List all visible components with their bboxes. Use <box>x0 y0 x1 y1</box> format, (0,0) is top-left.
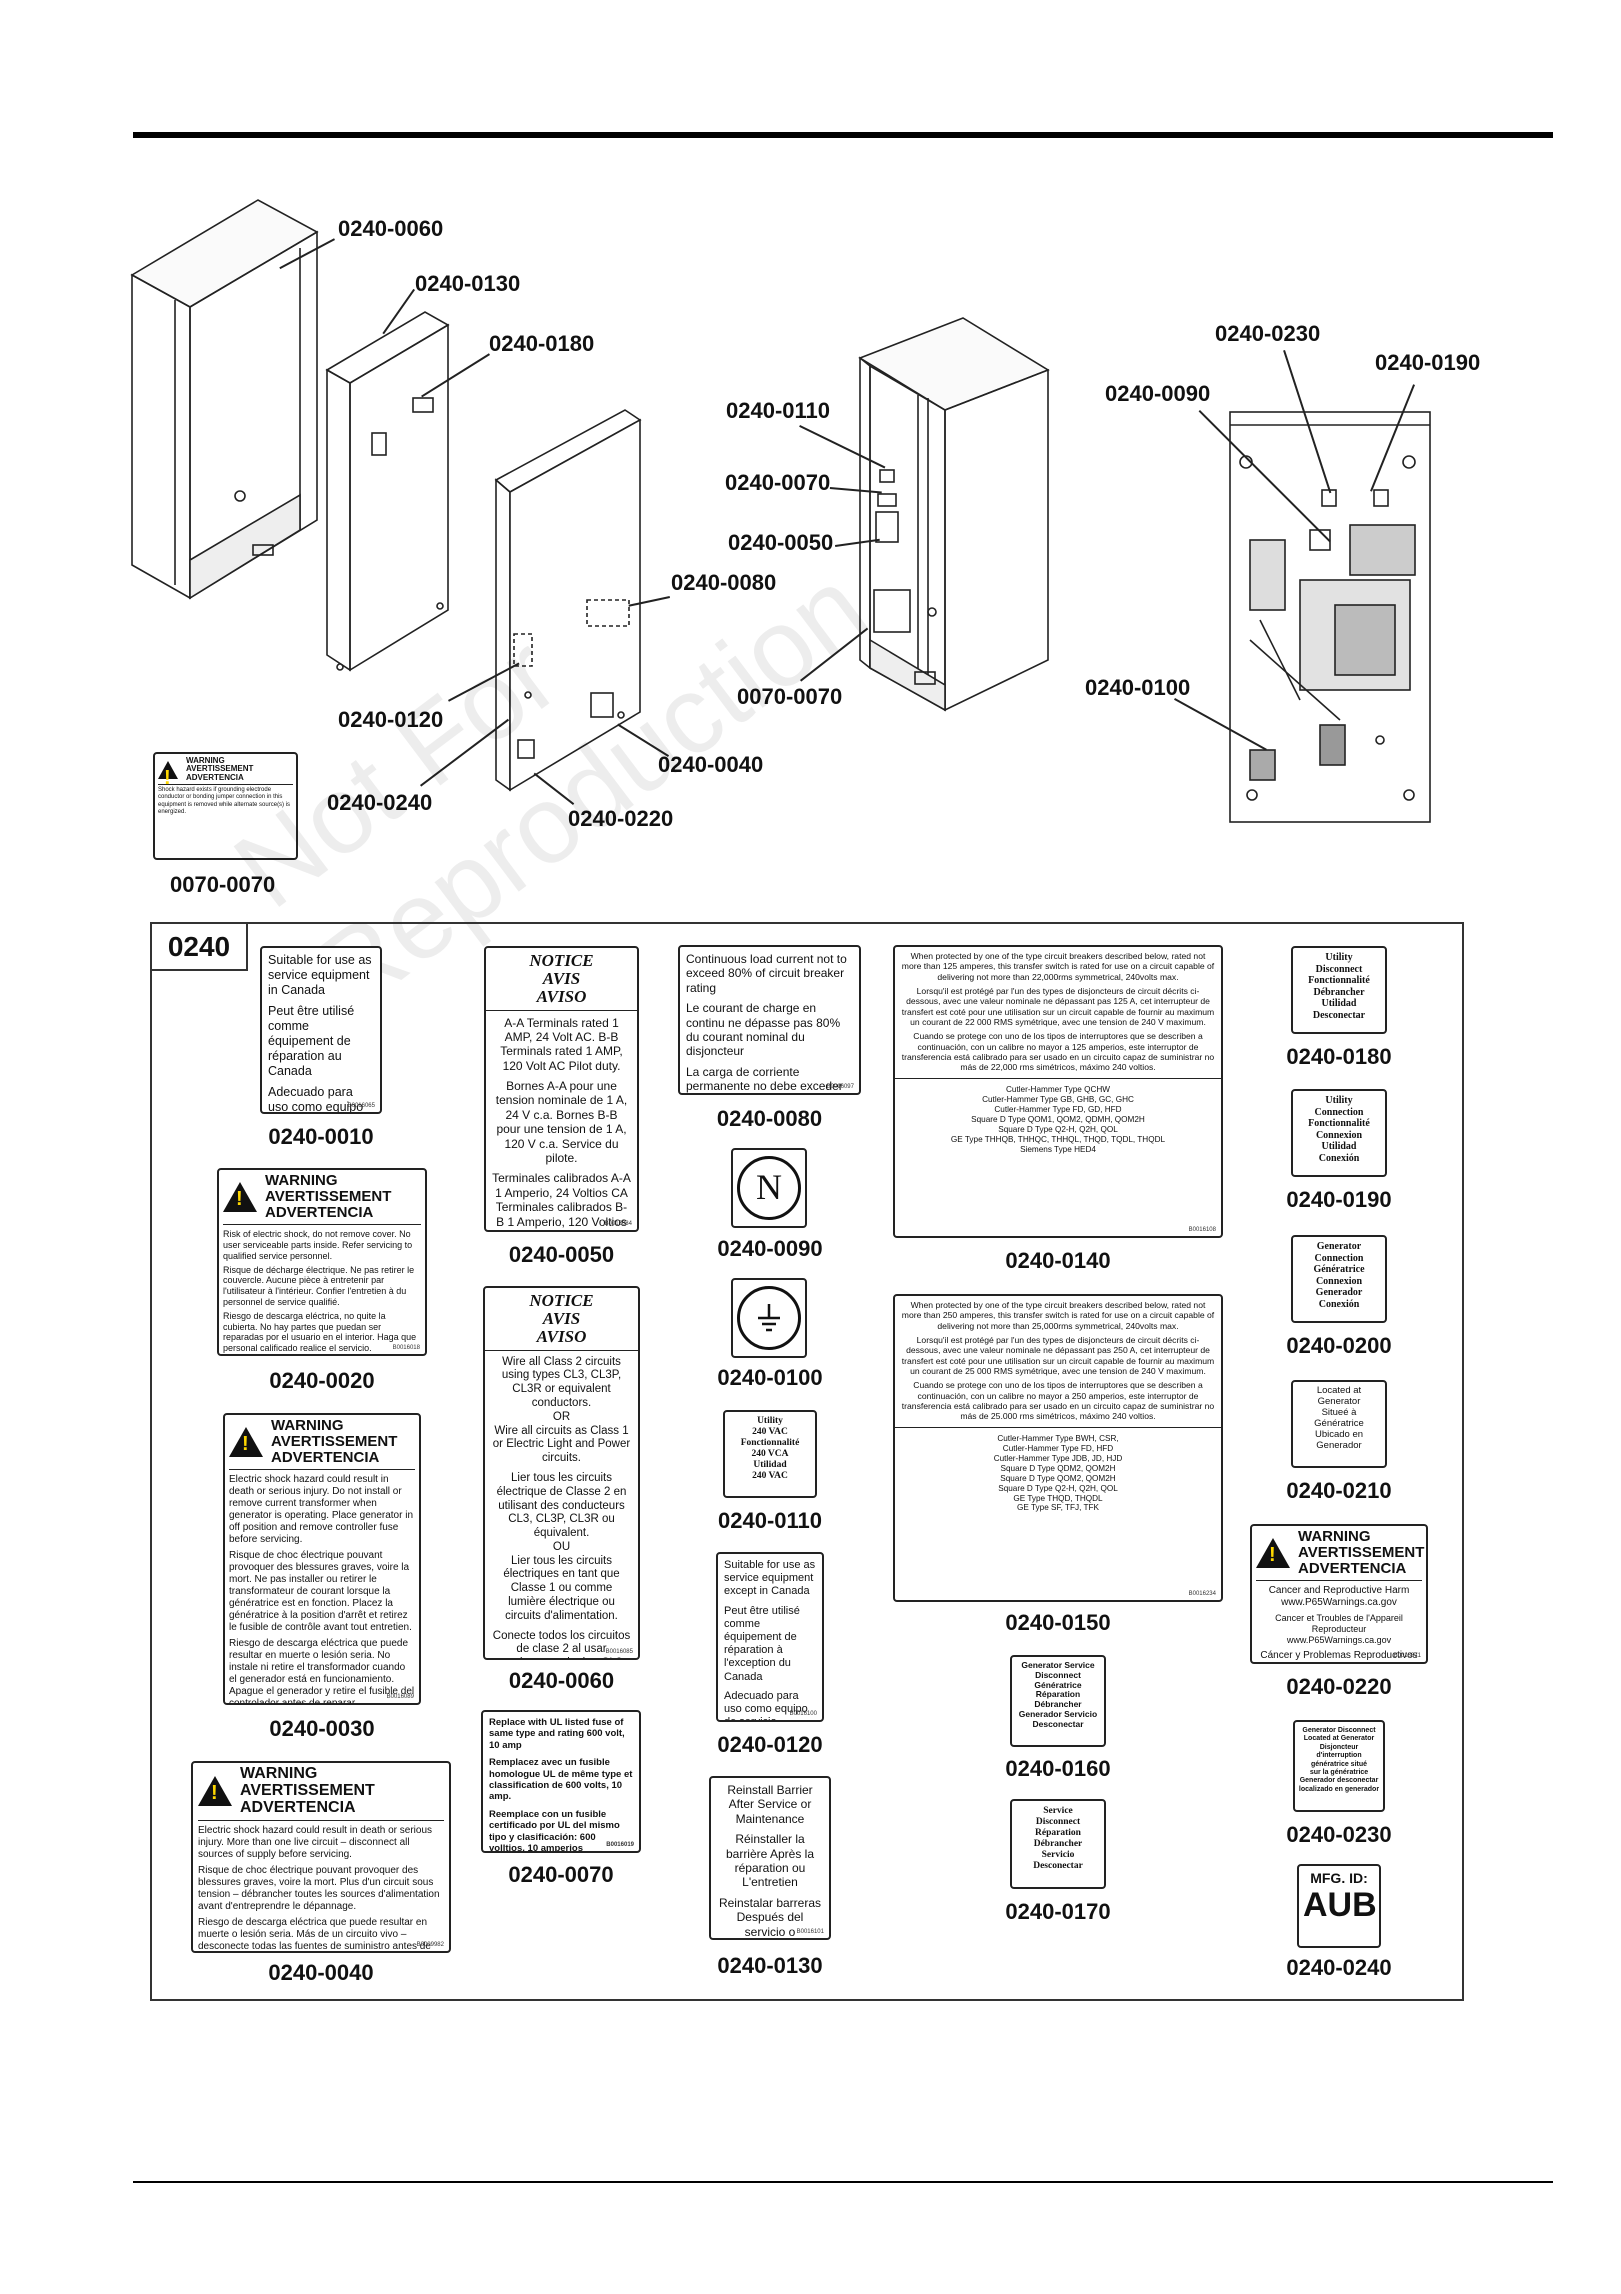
callout-0240-0040: 0240-0040 <box>658 752 764 777</box>
callout-0240-0190: 0240-0190 <box>1375 350 1481 375</box>
enclosure-door <box>494 409 642 792</box>
ground-icon <box>737 1286 801 1350</box>
warning-triangle-icon <box>223 1181 257 1212</box>
label-0240-0170: Service Disconnect Réparation Débrancher… <box>1010 1799 1106 1889</box>
pn-0240-0140: 0240-0140 <box>1005 1248 1111 1273</box>
pn-0240-0240: 0240-0240 <box>1286 1955 1392 1980</box>
label-0240-0020: WARNING AVERTISSEMENT ADVERTENCIA Risk o… <box>217 1168 427 1356</box>
pn-0240-0190: 0240-0190 <box>1286 1187 1392 1212</box>
label-0240-0100 <box>731 1278 807 1358</box>
label-0240-0230: Generator Disconnect Located at Generato… <box>1293 1720 1385 1812</box>
pn-0240-0210: 0240-0210 <box>1286 1478 1392 1503</box>
top-rule <box>133 132 1553 138</box>
pn-0240-0090: 0240-0090 <box>717 1236 823 1261</box>
pn-0240-0010: 0240-0010 <box>268 1124 374 1149</box>
warning-triangle-icon <box>158 760 178 790</box>
pn-0240-0080: 0240-0080 <box>716 1106 823 1131</box>
callout-0240-0050: 0240-0050 <box>728 530 834 555</box>
pn-0240-0070: 0240-0070 <box>508 1862 614 1887</box>
warning-triangle-icon <box>198 1776 232 1807</box>
callout-0240-0130: 0240-0130 <box>415 271 521 296</box>
label-0240-0080: Continuous load current not to exceed 80… <box>678 945 861 1095</box>
callout-0240-0120: 0240-0120 <box>338 707 444 732</box>
small-warning-decal: WARNING AVERTISSEMENT ADVERTENCIA Shock … <box>153 752 298 860</box>
pn-0240-0050: 0240-0050 <box>508 1242 615 1267</box>
callout-0240-0110: 0240-0110 <box>726 398 830 423</box>
label-0240-0090: N <box>731 1148 807 1228</box>
label-0240-0050: NOTICE AVIS AVISO A-A Terminals rated 1 … <box>484 946 639 1232</box>
pn-0240-0100: 0240-0100 <box>717 1365 823 1390</box>
kit-0240-box <box>150 922 1464 2001</box>
enclosure-drawings <box>130 199 1431 823</box>
callout-0240-0100: 0240-0100 <box>1085 675 1191 700</box>
label-0240-0130: Reinstall Barrier After Service or Maint… <box>709 1776 831 1940</box>
label-0240-0010: Suitable for use as service equipment in… <box>260 946 382 1114</box>
pn-0240-0170: 0240-0170 <box>1005 1899 1111 1924</box>
label-0240-0160: Generator Service Disconnect Génératrice… <box>1010 1655 1106 1747</box>
label-0240-0210: Located at Generator Situeé à Génératric… <box>1291 1380 1387 1468</box>
pn-0240-0060: 0240-0060 <box>508 1668 615 1693</box>
label-0240-0140: When protected by one of the type circui… <box>893 945 1223 1238</box>
label-0240-0190: Utility Connection Fonctionnalité Connex… <box>1291 1089 1387 1177</box>
callout-0070-0070: 0070-0070 <box>737 684 843 709</box>
callout-0240-0070: 0240-0070 <box>725 470 831 495</box>
label-0240-0040: WARNING AVERTISSEMENT ADVERTENCIA Electr… <box>191 1761 451 1953</box>
callout-0240-0220: 0240-0220 <box>568 806 674 831</box>
callout-0240-0060: 0240-0060 <box>338 216 444 241</box>
pn-0240-0160: 0240-0160 <box>1005 1756 1111 1781</box>
label-0240-0240: MFG. ID: AUB <box>1297 1864 1381 1948</box>
pn-0240-0150: 0240-0150 <box>1005 1610 1111 1635</box>
enclosure-front-view <box>1229 411 1431 823</box>
pn-0240-0130: 0240-0130 <box>717 1953 823 1978</box>
callout-0240-0180: 0240-0180 <box>489 331 595 356</box>
pn-0240-0040: 0240-0040 <box>268 1960 374 1985</box>
label-0240-0220: WARNING AVERTISSEMENT ADVERTENCIA Cancer… <box>1250 1524 1428 1664</box>
enclosure-box-left <box>130 199 319 600</box>
pn-0240-0180: 0240-0180 <box>1286 1044 1392 1069</box>
pn-0240-0120: 0240-0120 <box>717 1732 823 1757</box>
pn-0240-0030: 0240-0030 <box>269 1716 375 1741</box>
pn-0240-0020: 0240-0020 <box>269 1368 375 1393</box>
pn-0240-0220: 0240-0220 <box>1286 1674 1392 1699</box>
label-0240-0110: Utility 240 VAC Fonctionnalité 240 VCA U… <box>723 1410 817 1498</box>
label-0240-0070: Replace with UL listed fuse of same type… <box>481 1710 641 1853</box>
pn-0240-0230: 0240-0230 <box>1286 1822 1392 1847</box>
bottom-rule <box>133 2181 1553 2183</box>
label-0240-0180: Utility Disconnect Fonctionnalité Débran… <box>1291 946 1387 1034</box>
neutral-n-icon: N <box>737 1156 801 1220</box>
callout-0240-0240: 0240-0240 <box>327 790 433 815</box>
label-0240-0060: NOTICE AVIS AVISO Wire all Class 2 circu… <box>483 1286 640 1660</box>
label-0240-0200: Generator Connection Génératrice Connexi… <box>1291 1235 1387 1323</box>
kit-tag: 0240 <box>152 924 248 971</box>
enclosure-box-middle <box>858 317 1050 712</box>
callout-0240-0080: 0240-0080 <box>671 570 777 595</box>
warning-triangle-icon <box>1256 1537 1290 1568</box>
pn-0240-0110: 0240-0110 <box>718 1508 822 1533</box>
label-0240-0030: WARNING AVERTISSEMENT ADVERTENCIA Electr… <box>223 1413 421 1705</box>
label-0240-0120: Suitable for use as service equipment ex… <box>716 1552 824 1722</box>
label-0240-0150: When protected by one of the type circui… <box>893 1294 1223 1602</box>
warning-triangle-icon <box>229 1426 263 1457</box>
dead-front-panel <box>325 311 450 672</box>
callout-0070-0070-left: 0070-0070 <box>170 872 276 897</box>
pn-0240-0200: 0240-0200 <box>1286 1333 1392 1358</box>
callout-0240-0090: 0240-0090 <box>1105 381 1211 406</box>
callout-0240-0230: 0240-0230 <box>1215 321 1321 346</box>
